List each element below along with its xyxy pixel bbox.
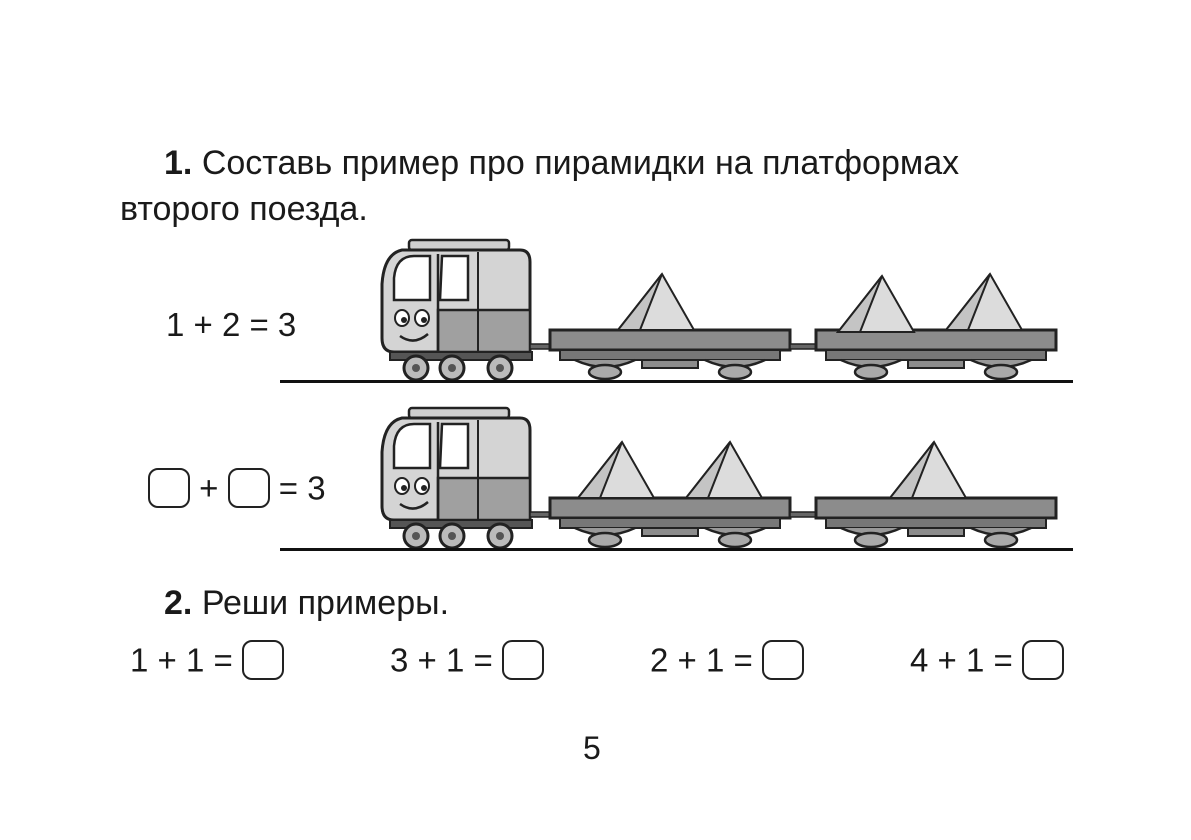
example-expression: 4 + 1 = — [910, 641, 1013, 679]
example-expression: 3 + 1 = — [390, 641, 493, 679]
locomotive-1 — [380, 238, 556, 382]
wagon-1b — [814, 328, 1058, 381]
answer-box[interactable] — [761, 640, 804, 681]
example-2: 3 + 1 = — [390, 638, 544, 681]
wagon-2a — [548, 496, 792, 549]
answer-box-addend2[interactable] — [227, 468, 270, 509]
train1-equation: 1 + 2 = 3 — [166, 306, 297, 343]
equals-result: = 3 — [278, 469, 326, 507]
answer-box[interactable] — [501, 640, 544, 681]
task2-number: 2. — [164, 584, 193, 622]
wagon-1a — [548, 328, 792, 381]
example-1: 1 + 1 = — [130, 638, 284, 681]
answer-box-addend1[interactable] — [148, 468, 190, 509]
pyramid-icon — [685, 441, 763, 499]
example-3: 2 + 1 = — [650, 638, 804, 681]
pyramid-icon — [617, 273, 695, 331]
example-expression: 1 + 1 = — [130, 641, 233, 679]
rail-2 — [280, 548, 1073, 551]
page-number: 5 — [583, 730, 601, 766]
answer-box[interactable] — [1021, 640, 1064, 681]
task1-instruction: 1. Составь пример про пирамидки на платф… — [120, 140, 1120, 232]
pyramid-icon — [889, 441, 967, 499]
task2-text: Реши примеры. — [201, 584, 450, 622]
task1-line1: Составь пример про пирамидки на платформ… — [201, 144, 960, 182]
example-4: 4 + 1 = — [910, 638, 1064, 681]
task2-instruction: 2. Реши примеры. — [164, 580, 449, 626]
pyramid-icon — [837, 275, 915, 333]
task1-number: 1. — [164, 144, 193, 182]
train2-equation: + = 3 — [148, 466, 326, 509]
rail-1 — [280, 380, 1073, 383]
locomotive-2 — [380, 406, 556, 550]
pyramid-icon — [945, 273, 1023, 331]
train1-illustration — [380, 238, 1058, 382]
train2-illustration — [380, 406, 1058, 550]
task1-line2: второго поезда. — [120, 190, 368, 228]
example-expression: 2 + 1 = — [650, 641, 753, 679]
wagon-2b — [814, 496, 1058, 549]
pyramid-icon — [577, 441, 655, 499]
plus-sign: + — [199, 469, 219, 507]
answer-box[interactable] — [241, 640, 284, 681]
